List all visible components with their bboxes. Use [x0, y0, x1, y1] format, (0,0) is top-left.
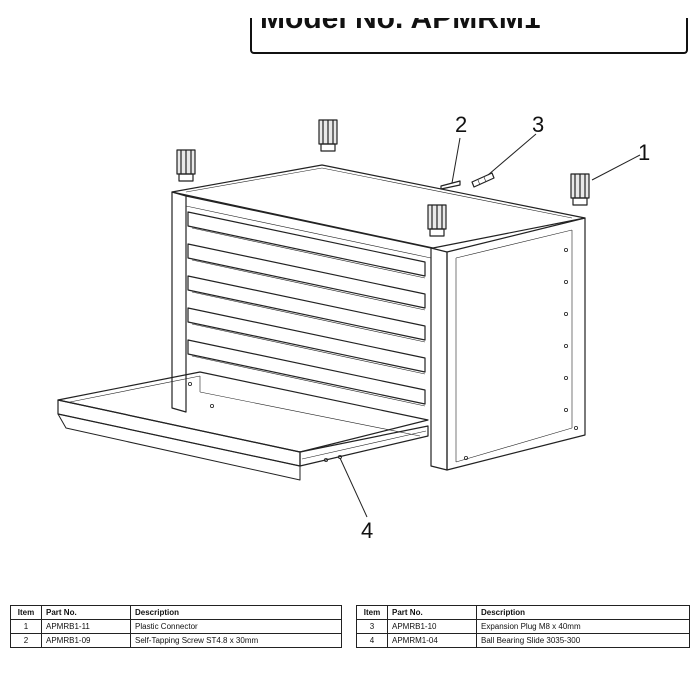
- parts-table-right: Item Part No. Description 3 APMRB1-10 Ex…: [356, 605, 690, 648]
- callout-3: 3: [532, 112, 544, 137]
- model-title-box: Model No. APMRM1: [250, 18, 688, 54]
- table-row: 4 APMRM1-04 Ball Bearing Slide 3035-300: [356, 633, 690, 648]
- self-tapping-screw: [440, 180, 461, 190]
- plastic-connector-front: [427, 204, 447, 237]
- column-header-item: Item: [356, 605, 388, 620]
- table-row: 3 APMRB1-10 Expansion Plug M8 x 40mm: [356, 619, 690, 634]
- description-cell: Ball Bearing Slide 3035-300: [476, 633, 690, 648]
- part-no-cell: APMRB1-11: [41, 619, 131, 634]
- model-title: Model No. APMRM1: [260, 18, 541, 35]
- callout-4: 4: [361, 518, 373, 543]
- description-cell: Expansion Plug M8 x 40mm: [476, 619, 690, 634]
- column-header-part-no: Part No.: [41, 605, 131, 620]
- item-cell: 1: [10, 619, 42, 634]
- column-header-item: Item: [10, 605, 42, 620]
- item-cell: 2: [10, 633, 42, 648]
- part-no-cell: APMRB1-09: [41, 633, 131, 648]
- callout-1: 1: [638, 140, 650, 165]
- plastic-connector-parts: [176, 119, 590, 237]
- item-cell: 4: [356, 633, 388, 648]
- column-header-description: Description: [130, 605, 342, 620]
- exploded-view-drawing: 1 2 3 4: [57, 112, 650, 543]
- ball-bearing-slide: [299, 425, 429, 467]
- table-header-row: Item Part No. Description: [10, 605, 342, 620]
- item-cell: 3: [356, 619, 388, 634]
- part-no-cell: APMRM1-04: [387, 633, 477, 648]
- part-no-cell: APMRB1-10: [387, 619, 477, 634]
- open-drawer: [57, 371, 429, 481]
- side-panel-holes: [463, 247, 579, 460]
- callout-2: 2: [455, 112, 467, 137]
- cabinet-front-left-post: [171, 191, 187, 413]
- column-header-part-no: Part No.: [387, 605, 477, 620]
- leader-lines: [339, 133, 641, 518]
- parts-table-left: Item Part No. Description 1 APMRB1-11 Pl…: [10, 605, 342, 648]
- cabinet-side-panel: [446, 217, 586, 471]
- description-cell: Self-Tapping Screw ST4.8 x 30mm: [130, 633, 342, 648]
- closed-drawers: [187, 211, 426, 407]
- cabinet-front-right-post: [430, 247, 448, 471]
- plastic-connector-right: [570, 173, 590, 206]
- column-header-description: Description: [476, 605, 690, 620]
- plastic-connector-left: [176, 149, 196, 182]
- table-header-row: Item Part No. Description: [356, 605, 690, 620]
- description-cell: Plastic Connector: [130, 619, 342, 634]
- table-row: 2 APMRB1-09 Self-Tapping Screw ST4.8 x 3…: [10, 633, 342, 648]
- expansion-plug: [471, 172, 495, 188]
- table-row: 1 APMRB1-11 Plastic Connector: [10, 619, 342, 634]
- plastic-connector-back: [318, 119, 338, 152]
